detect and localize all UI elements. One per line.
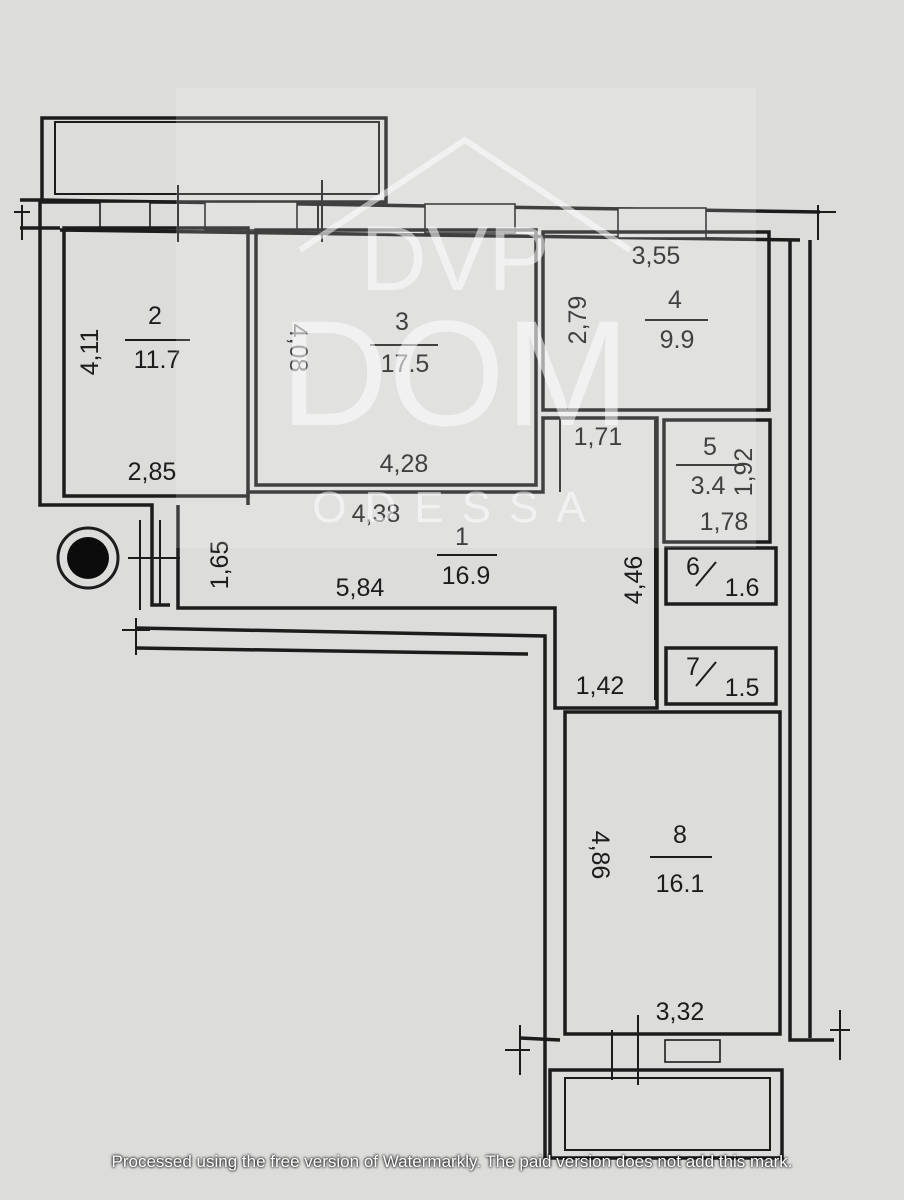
room-2-outline <box>62 226 250 498</box>
svg-text:8: 8 <box>673 821 687 849</box>
watermark: DVP DOM ODESSA <box>176 88 756 548</box>
balcony-bottom <box>548 1015 784 1160</box>
room-label-8: 8 16.1 <box>650 821 712 898</box>
outer-wall-bottom <box>122 618 561 1160</box>
dim-hall-height: 1,65 <box>206 541 234 590</box>
room-4-outline <box>541 230 771 412</box>
dim-room8-width: 3,32 <box>656 998 705 1026</box>
dim-corridor-height: 4,46 <box>620 556 648 605</box>
svg-text:5: 5 <box>703 433 717 461</box>
room-label-5: 5 3.4 <box>676 433 744 500</box>
dim-corridor-width: 1,42 <box>576 672 625 700</box>
dim-room2-height: 4,11 <box>76 329 104 376</box>
room-7-outline <box>664 646 778 706</box>
room-3-outline <box>254 228 538 487</box>
room-label-6: 6 1.6 <box>686 553 759 602</box>
watermark-brand-bottom: DOM <box>280 289 630 457</box>
svg-text:1: 1 <box>455 523 469 551</box>
entry-symbol <box>56 520 180 610</box>
svg-text:16.1: 16.1 <box>656 870 705 898</box>
watermark-house-icon <box>298 136 632 253</box>
room-label-2: 2 11.7 <box>125 302 190 374</box>
hall-walls <box>176 416 659 710</box>
svg-text:4: 4 <box>668 286 682 314</box>
svg-text:3: 3 <box>395 308 409 336</box>
room-label-7: 7 1.5 <box>686 653 759 702</box>
dim-room5-height: 1,92 <box>730 448 758 497</box>
room-label-3: 3 17.5 <box>370 308 438 378</box>
dim-room3-width: 4,28 <box>380 450 429 478</box>
dim-hall-top-width: 4,38 <box>352 500 401 528</box>
dim-room3-height: 4,08 <box>284 324 312 373</box>
dim-room4-width: 3,55 <box>632 242 681 270</box>
dim-room4-height: 2,79 <box>564 296 592 345</box>
watermark-brand-top: DVP <box>360 208 549 310</box>
svg-text:11.7: 11.7 <box>134 346 181 374</box>
room-6-outline <box>664 546 778 606</box>
watermark-city: ODESSA <box>312 483 603 532</box>
room-label-1: 1 16.9 <box>437 523 497 590</box>
room-label-4: 4 9.9 <box>645 286 708 354</box>
svg-text:1.5: 1.5 <box>725 674 760 702</box>
room-5-outline <box>662 418 772 544</box>
outer-wall-right <box>788 240 850 1060</box>
watermark-notice: Processed using the free version of Wate… <box>111 1152 793 1171</box>
svg-text:6: 6 <box>686 553 700 581</box>
dim-hall-width: 5,84 <box>336 574 385 602</box>
dim-room2-width: 2,85 <box>128 458 177 486</box>
svg-text:17.5: 17.5 <box>381 350 430 378</box>
room-8-outline <box>563 710 782 1036</box>
svg-text:3.4: 3.4 <box>691 472 726 500</box>
svg-text:7: 7 <box>686 653 700 681</box>
svg-text:2: 2 <box>148 302 162 330</box>
svg-text:9.9: 9.9 <box>660 326 695 354</box>
windows-top <box>99 180 707 242</box>
svg-text:1.6: 1.6 <box>725 574 760 602</box>
dim-room8-height: 4,86 <box>586 831 614 880</box>
svg-text:16.9: 16.9 <box>442 562 491 590</box>
dim-room5-width-top: 1,71 <box>574 423 623 451</box>
dim-room5-width: 1,78 <box>700 508 749 536</box>
